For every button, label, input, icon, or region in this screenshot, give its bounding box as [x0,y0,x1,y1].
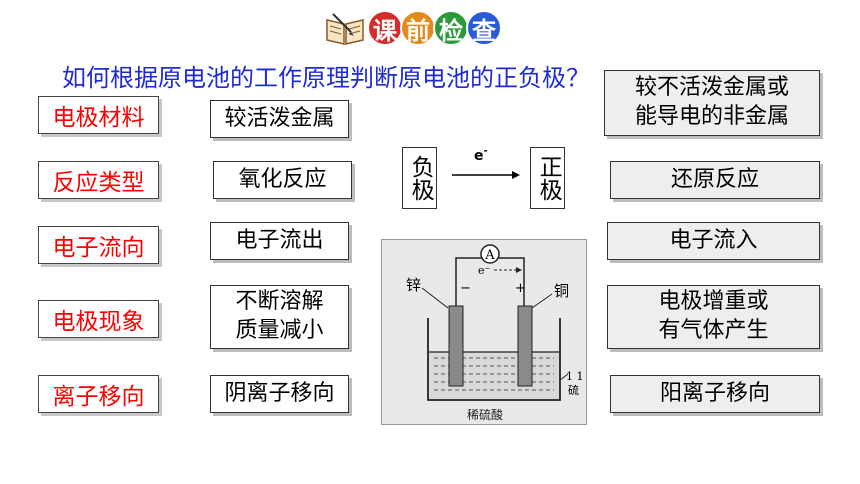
side-text-2: 硫 [568,383,579,397]
galvanic-cell-figure: A e⁻ − + 锌 铜 1 1 硫 稀硫酸 [381,239,587,425]
negative-reaction-box: 氧化反应 [213,161,352,199]
galvanic-cell-diagram: A e⁻ − + 锌 铜 1 1 硫 [406,244,584,401]
positive-pole-box: 正极 [530,147,565,209]
zinc-label: 锌 [406,276,421,294]
negative-ion-box: 阴离子移向 [210,375,349,413]
row-label-ion-migration: 离子移向 [38,375,159,413]
electron-charge: - [483,145,488,157]
title-char: 前 [400,10,436,46]
copper-label: 铜 [554,282,569,300]
title-char: 查 [466,10,502,46]
side-text-1: 1 1 [566,370,584,383]
section-title: 课 前 检 查 [325,8,502,48]
positive-material-line: 能导电的非金属 [634,104,789,129]
negative-phenomenon-box: 不断溶解 质量减小 [210,285,349,349]
positive-ion-box: 阳离子移向 [610,375,820,413]
positive-material-box: 较不活泼金属或 能导电的非金属 [604,70,820,136]
positive-phenomenon-box: 电极增重或 有气体产生 [607,285,820,349]
title-char: 课 [367,10,403,46]
electron-label: e- [474,145,488,164]
question-text: 如何根据原电池的工作原理判断原电池的正负极？ [62,64,590,92]
negative-pole-box: 负极 [402,147,437,209]
row-label-reaction: 反应类型 [38,161,159,199]
row-label-electron-flow: 电子流向 [38,226,159,264]
negative-electron-box: 电子流出 [210,222,349,260]
plus-sign: + [515,281,526,296]
positive-material-line: 较不活泼金属或 [634,75,789,101]
electron-flow-arrow-icon [452,171,520,179]
electron-symbol: e [474,148,484,164]
row-label-material: 电极材料 [38,96,159,134]
row-label-phenomenon: 电极现象 [38,300,159,338]
figure-electron-label: e⁻ [478,264,491,277]
positive-phenomenon-line: 电极增重或 [658,289,769,315]
negative-phenomenon-line: 不断溶解 [235,289,324,315]
positive-electron-box: 电子流入 [607,222,820,260]
open-book-icon [326,13,364,45]
ammeter-label: A [484,248,495,263]
positive-reaction-box: 还原反应 [610,161,820,199]
minus-sign: − [460,281,471,296]
figure-caption: 稀硫酸 [467,408,504,422]
negative-phenomenon-line: 质量减小 [235,318,324,343]
title-char: 检 [433,10,469,46]
negative-material-box: 较活泼金属 [210,100,349,138]
positive-phenomenon-line: 有气体产生 [658,318,769,343]
